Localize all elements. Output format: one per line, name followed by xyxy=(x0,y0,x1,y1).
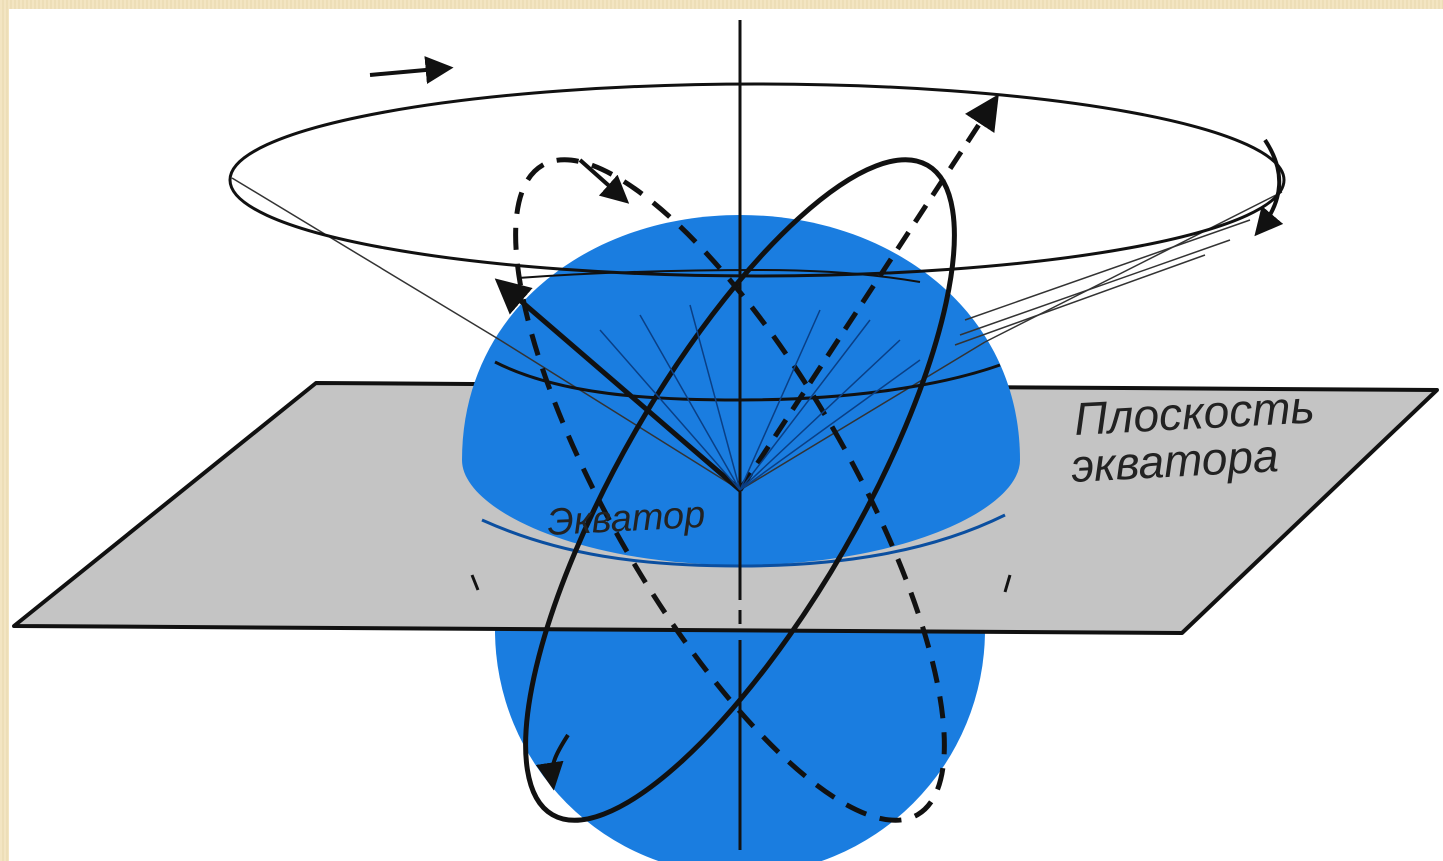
rotation-arrow-right xyxy=(1258,140,1279,232)
rotation-arrow-top xyxy=(370,68,448,75)
orbit-arrow-dashed-top xyxy=(580,160,625,200)
equator-label: Экватор xyxy=(546,494,706,544)
plane-label-line2: экватора xyxy=(1070,429,1280,492)
